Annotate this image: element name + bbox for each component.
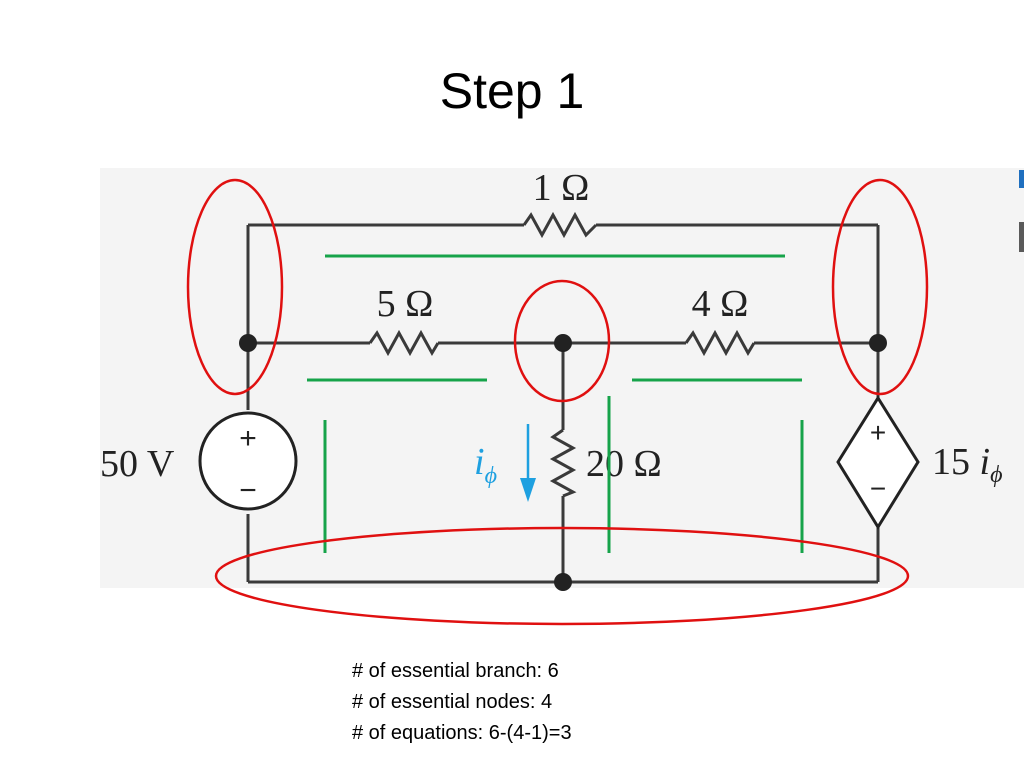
resistor-top-label: 1 Ω — [533, 167, 590, 209]
dependent-source-minus: − — [870, 473, 886, 504]
essential-node-left-ellipse — [186, 178, 284, 396]
node-dot-left — [239, 334, 257, 352]
resistor-symbols — [368, 211, 756, 498]
note-equations: # of equations: 6-(4-1)=3 — [352, 722, 572, 744]
node-dot-middle — [554, 334, 572, 352]
essential-node-highlights — [186, 178, 929, 626]
current-label-symbol: i — [474, 441, 485, 483]
dependent-source-gain: 15 — [932, 441, 970, 483]
dependent-source-label: 15 iϕ — [932, 441, 1002, 488]
node-dot-bottom — [554, 573, 572, 591]
dependent-source-plus: + — [870, 417, 886, 448]
dependent-source-control-sub: ϕ — [990, 462, 1002, 488]
circuit-wires — [246, 223, 880, 584]
resistor-left-symbol — [368, 329, 440, 357]
dependent-source-icon: + − — [836, 395, 920, 530]
essential-node-middle-ellipse — [513, 279, 611, 403]
resistor-right-symbol — [684, 329, 756, 357]
note-essential-branches: # of essential branch: 6 — [352, 660, 559, 682]
resistor-top-symbol — [522, 211, 598, 239]
branch-markers — [307, 254, 804, 553]
voltage-source-minus: − — [239, 474, 257, 507]
voltage-source-plus: + — [239, 422, 257, 455]
resistor-left-label: 5 Ω — [377, 283, 434, 325]
note-essential-nodes: # of essential nodes: 4 — [352, 691, 553, 713]
current-arrow-icon — [520, 424, 536, 502]
slide-title: Step 1 — [439, 63, 585, 119]
node-dots — [239, 334, 887, 591]
edge-accent-mark-top — [1019, 170, 1024, 188]
edge-accent-mark-lower — [1019, 222, 1024, 252]
essential-node-bottom-ellipse — [214, 526, 910, 626]
voltage-source-label: 50 V — [100, 443, 175, 485]
voltage-source-icon: + − — [198, 411, 298, 511]
notes-block: # of essential branch: 6 # of essential … — [352, 656, 572, 749]
dependent-source-control: i — [980, 441, 991, 483]
node-dot-right — [869, 334, 887, 352]
current-label: iϕ — [474, 441, 497, 489]
current-label-subscript: ϕ — [485, 463, 497, 489]
resistor-right-label: 4 Ω — [692, 283, 749, 325]
resistor-middle-label: 20 Ω — [586, 443, 662, 485]
resistor-middle-symbol — [549, 428, 577, 498]
essential-node-right-ellipse — [831, 178, 929, 396]
